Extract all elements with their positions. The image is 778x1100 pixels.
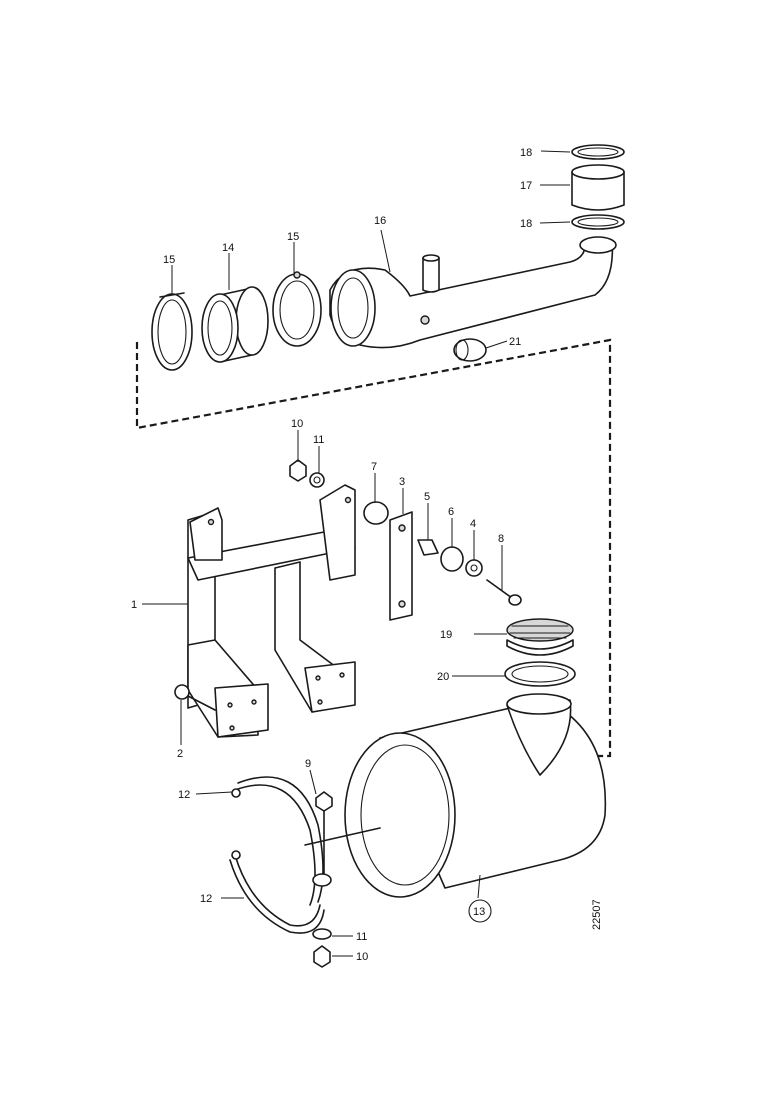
callout-13: 13 xyxy=(473,906,485,918)
callout-15-right: 15 xyxy=(287,231,299,243)
callout-21: 21 xyxy=(509,336,521,348)
rubber-mount-21 xyxy=(453,338,487,362)
intake-pipe-16 xyxy=(329,236,617,349)
bolt-2 xyxy=(174,684,216,711)
callout-20: 20 xyxy=(437,671,449,683)
callout-12-upper: 12 xyxy=(178,789,190,801)
callout-11-lower: 11 xyxy=(356,931,367,943)
callout-14: 14 xyxy=(222,242,234,254)
callout-11-upper: 11 xyxy=(313,434,324,446)
hose-clamp-18-top xyxy=(571,144,625,160)
rubber-hose-17 xyxy=(571,164,625,211)
nut-10-upper xyxy=(289,459,307,482)
callout-labels: 18 17 18 16 15 14 15 21 10 11 7 3 5 6 4 … xyxy=(131,147,532,963)
mounting-bracket-1 xyxy=(187,484,356,738)
rubber-mount-7 xyxy=(363,501,389,525)
mounting-strap-12 xyxy=(229,776,381,934)
rain-cap-screen-19 xyxy=(506,618,574,656)
callout-10-lower: 10 xyxy=(356,951,368,963)
callout-8: 8 xyxy=(498,533,504,545)
callout-16: 16 xyxy=(374,215,386,227)
callout-4: 4 xyxy=(470,518,476,530)
washer-4 xyxy=(465,559,483,577)
hose-clamp-20 xyxy=(504,661,576,687)
hose-clamp-15-left xyxy=(151,292,193,371)
callout-5: 5 xyxy=(424,491,430,503)
callout-10-upper: 10 xyxy=(291,418,303,430)
nut-10-lower xyxy=(313,945,331,968)
hose-clamp-15-right xyxy=(272,271,322,347)
rubber-mount-6 xyxy=(440,546,464,572)
bolt-8 xyxy=(486,579,522,606)
callout-7: 7 xyxy=(371,461,377,473)
bracket-3 xyxy=(389,511,413,621)
callout-13-circle xyxy=(468,899,492,923)
callout-1: 1 xyxy=(131,599,137,611)
callout-18-top: 18 xyxy=(520,147,532,159)
callout-9: 9 xyxy=(305,758,311,770)
callout-6: 6 xyxy=(448,506,454,518)
washer-11-lower xyxy=(312,928,332,940)
callout-17: 17 xyxy=(520,180,532,192)
callout-15-left: 15 xyxy=(163,254,175,266)
callout-19: 19 xyxy=(440,629,452,641)
callout-12-lower: 12 xyxy=(200,893,212,905)
callout-2: 2 xyxy=(177,748,183,760)
hose-clamp-18-bottom xyxy=(571,214,625,230)
air-filter-13 xyxy=(344,693,607,898)
callout-3: 3 xyxy=(399,476,405,488)
bolt-9 xyxy=(312,791,333,887)
rubber-hose-14 xyxy=(201,286,269,363)
washer-11-upper xyxy=(309,472,325,488)
spacer-5 xyxy=(417,539,439,556)
leader-lines xyxy=(142,150,571,957)
callout-18-bottom: 18 xyxy=(520,218,532,230)
drawing-number: 22507 xyxy=(591,899,603,930)
